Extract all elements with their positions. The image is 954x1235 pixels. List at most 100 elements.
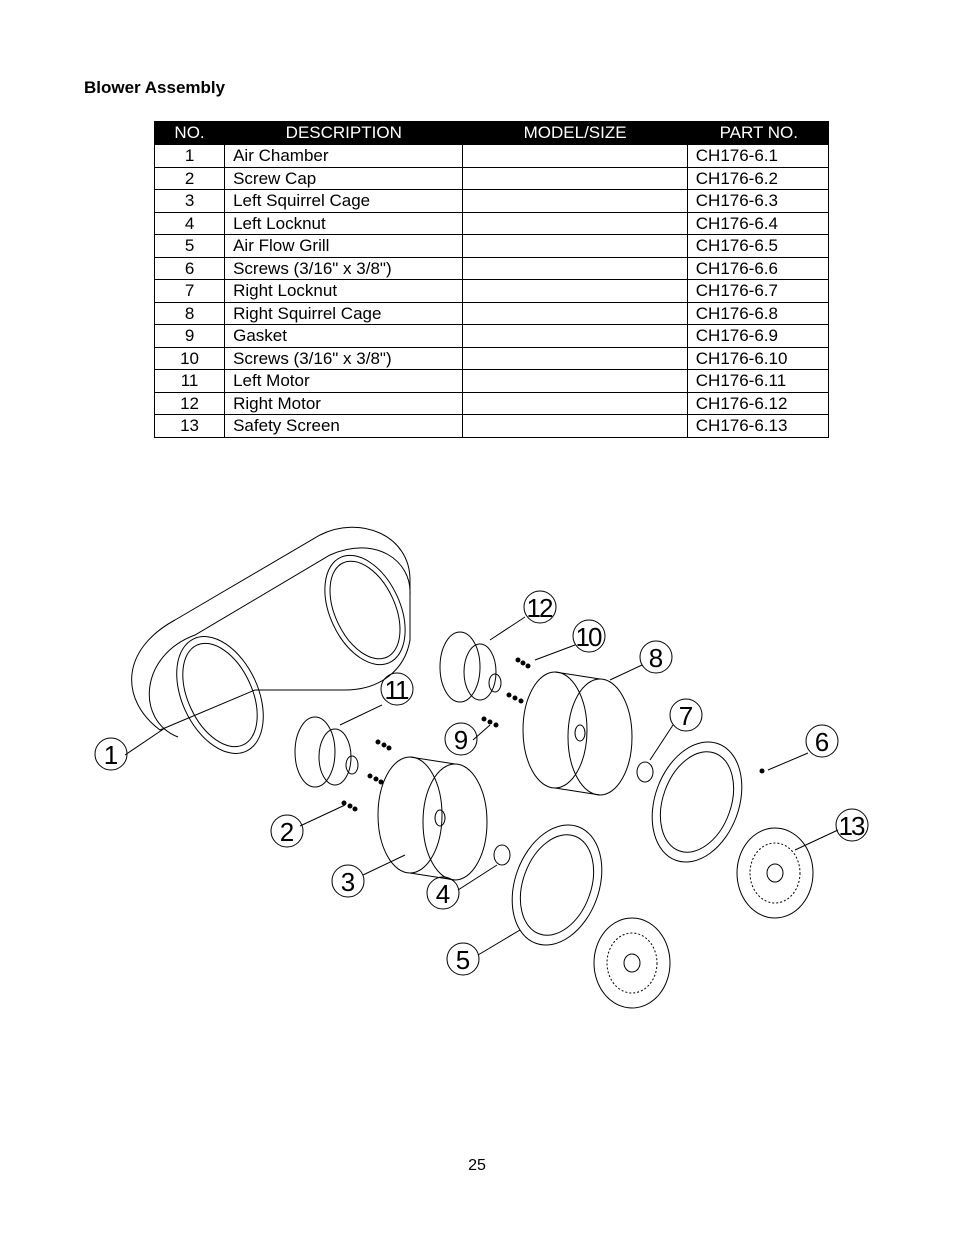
page-number: 25 xyxy=(468,1157,486,1174)
page-title: Blower Assembly xyxy=(84,78,226,97)
air-chamber xyxy=(131,526,411,754)
callout-9: 9 xyxy=(454,725,468,755)
cell-no: 7 xyxy=(153,279,226,303)
cell-description: Screw Cap xyxy=(224,166,464,190)
cell-no: 12 xyxy=(153,391,226,415)
header-no: NO. xyxy=(153,121,226,145)
cell-no: 1 xyxy=(153,144,226,168)
cell-description: Right Motor xyxy=(224,391,464,415)
right-locknut xyxy=(636,761,654,783)
cell-model-size xyxy=(462,369,688,393)
cell-part-no: CH176-6.3 xyxy=(686,189,830,213)
screws xyxy=(341,657,765,812)
cell-part-no: CH176-6.5 xyxy=(686,234,830,258)
callout-7: 7 xyxy=(679,701,693,731)
callout-6: 6 xyxy=(815,727,829,757)
cell-no: 8 xyxy=(153,301,226,325)
cell-model-size xyxy=(462,301,688,325)
header-part-no: PART NO. xyxy=(686,121,830,145)
header-description: DESCRIPTION xyxy=(224,121,464,145)
cell-description: Air Chamber xyxy=(224,144,464,168)
callout-4: 4 xyxy=(436,879,450,909)
cell-part-no: CH176-6.11 xyxy=(686,369,830,393)
right-air-flow-grill xyxy=(651,741,743,863)
cell-description: Screws (3/16" x 3/8") xyxy=(224,346,464,370)
cell-model-size xyxy=(462,256,688,280)
callout-5: 5 xyxy=(456,945,470,975)
callout-12: 12 xyxy=(527,593,553,623)
cell-description: Right Locknut xyxy=(224,279,464,303)
cell-description: Air Flow Grill xyxy=(224,234,464,258)
cell-no: 11 xyxy=(153,369,226,393)
right-motor xyxy=(439,631,502,703)
cell-model-size xyxy=(462,279,688,303)
callout-13: 13 xyxy=(839,811,865,841)
cell-model-size xyxy=(462,391,688,415)
cell-model-size xyxy=(462,346,688,370)
callout-8: 8 xyxy=(649,643,663,673)
cell-description: Left Locknut xyxy=(224,211,464,235)
blower-assembly-diagram: 1 2 3 4 5 6 7 8 9 10 11 12 13 xyxy=(94,526,869,1009)
cell-part-no: CH176-6.8 xyxy=(686,301,830,325)
cell-part-no: CH176-6.1 xyxy=(686,144,830,168)
callout-11: 11 xyxy=(385,675,410,705)
cell-no: 2 xyxy=(153,166,226,190)
callout-1: 1 xyxy=(104,740,118,770)
cell-no: 10 xyxy=(153,346,226,370)
cell-model-size xyxy=(462,166,688,190)
cell-part-no: CH176-6.7 xyxy=(686,279,830,303)
cell-description: Safety Screen xyxy=(224,414,464,438)
cell-description: Left Motor xyxy=(224,369,464,393)
callout-3: 3 xyxy=(341,867,355,897)
cell-description: Left Squirrel Cage xyxy=(224,189,464,213)
table-header-row: NO. DESCRIPTION MODEL/SIZE PART NO. xyxy=(153,121,830,145)
left-air-flow-grill xyxy=(511,824,603,946)
leader-lines xyxy=(124,616,839,956)
right-safety-screen xyxy=(736,827,814,919)
cell-part-no: CH176-6.6 xyxy=(686,256,830,280)
cell-no: 6 xyxy=(153,256,226,280)
cell-part-no: CH176-6.13 xyxy=(686,414,830,438)
left-motor xyxy=(294,716,359,788)
callout-circles xyxy=(94,590,869,976)
cell-model-size xyxy=(462,211,688,235)
callout-2: 2 xyxy=(280,817,294,847)
cell-model-size xyxy=(462,234,688,258)
left-locknut xyxy=(493,844,511,866)
cell-model-size xyxy=(462,324,688,348)
cell-description: Gasket xyxy=(224,324,464,348)
cell-description: Right Squirrel Cage xyxy=(224,301,464,325)
cell-no: 3 xyxy=(153,189,226,213)
cell-model-size xyxy=(462,414,688,438)
cell-no: 5 xyxy=(153,234,226,258)
cell-part-no: CH176-6.4 xyxy=(686,211,830,235)
cell-model-size xyxy=(462,189,688,213)
cell-model-size xyxy=(462,144,688,168)
left-safety-screen xyxy=(593,917,671,1009)
cell-part-no: CH176-6.9 xyxy=(686,324,830,348)
cell-description: Screws (3/16" x 3/8") xyxy=(224,256,464,280)
callout-10: 10 xyxy=(576,622,602,652)
left-squirrel-cage xyxy=(377,756,488,881)
cell-no: 4 xyxy=(153,211,226,235)
cell-no: 9 xyxy=(153,324,226,348)
cell-part-no: CH176-6.2 xyxy=(686,166,830,190)
right-squirrel-cage xyxy=(522,671,633,796)
cell-part-no: CH176-6.10 xyxy=(686,346,830,370)
header-model-size: MODEL/SIZE xyxy=(462,121,688,145)
